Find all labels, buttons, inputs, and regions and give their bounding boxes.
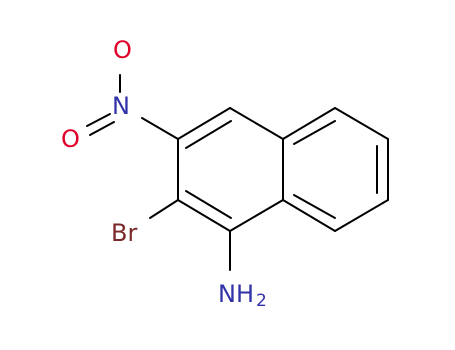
bond-c8-c8a xyxy=(282,199,336,232)
bond-c2-br xyxy=(149,199,179,219)
amine-subscript: 2 xyxy=(256,291,267,311)
bond-n-o-left-second xyxy=(89,121,115,136)
bromine-label: Br xyxy=(111,219,137,247)
bond-c5-c6 xyxy=(334,107,389,140)
bond-n-o-left xyxy=(86,113,111,127)
bond-c4a-c5-inner xyxy=(293,120,336,145)
oxygen-top-label: O xyxy=(113,36,132,64)
nitrogen-label: N xyxy=(112,92,130,120)
bond-c1-c2 xyxy=(177,199,231,232)
bond-c7-c8 xyxy=(334,199,389,232)
bond-c8-c8a-inner xyxy=(293,194,336,219)
bond-c3-c4 xyxy=(177,107,231,140)
oxygen-left-label: O xyxy=(61,125,80,153)
bond-c4-c4a xyxy=(229,107,284,140)
bond-c8a-c1 xyxy=(229,199,284,232)
bond-c1-c2-inner xyxy=(185,190,232,219)
bond-c4a-c5 xyxy=(282,107,336,140)
amine-label: NH xyxy=(218,280,254,308)
bond-c3-c4-inner xyxy=(185,120,232,149)
bond-c3-n xyxy=(141,117,179,140)
